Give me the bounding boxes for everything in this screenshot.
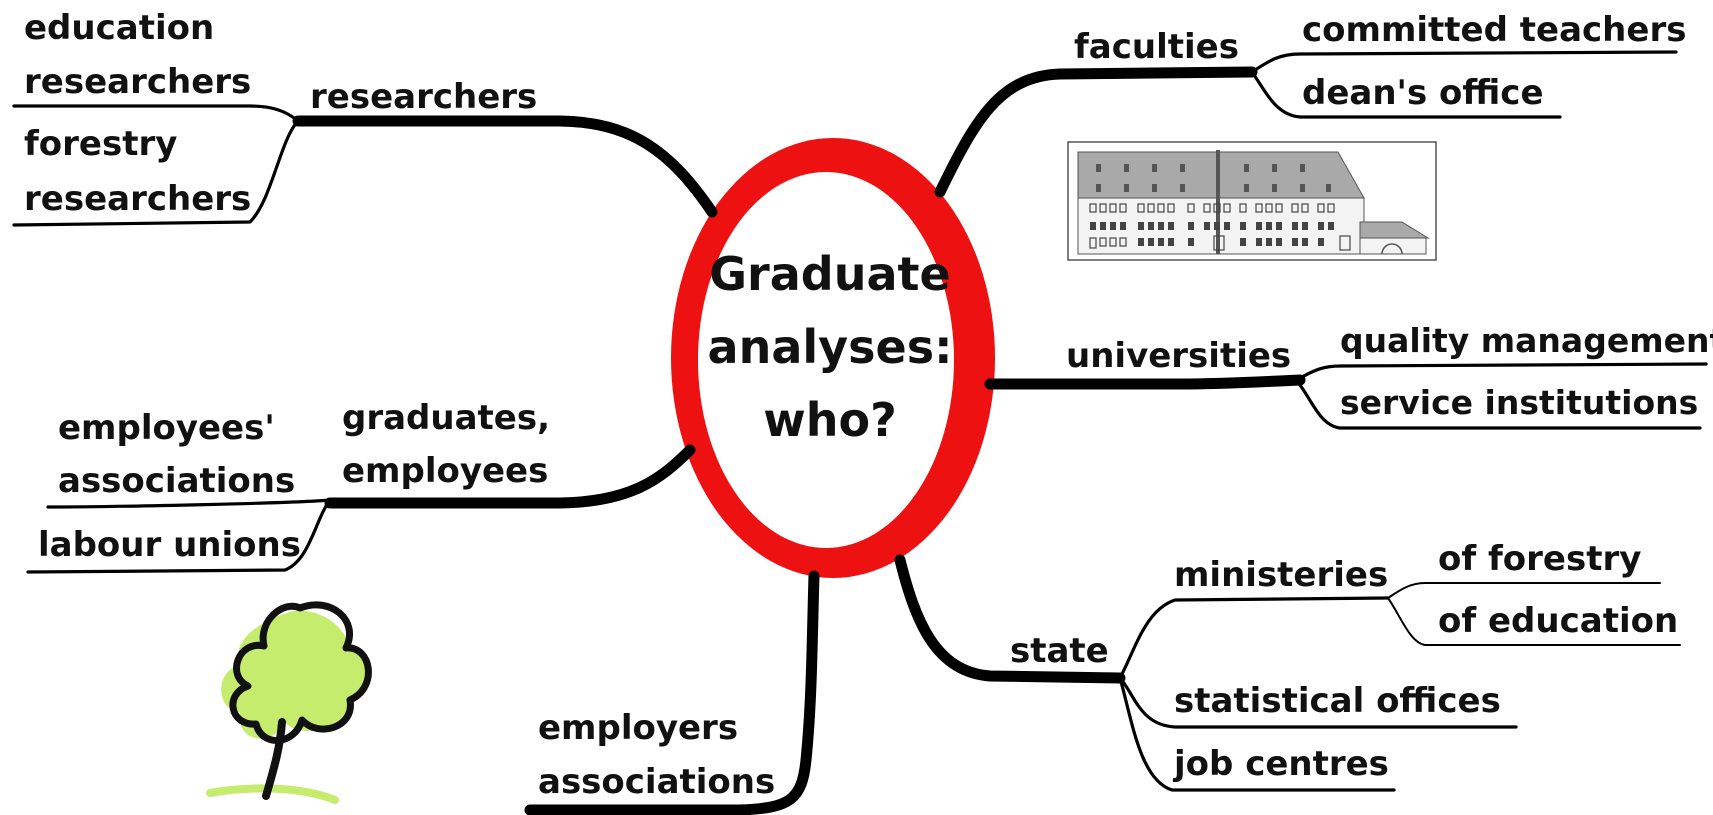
education-researchers-line2: researchers: [24, 62, 251, 102]
of-education-label: of education: [1438, 601, 1678, 641]
state-connector: [894, 554, 1126, 684]
education-researchers-line1: education: [24, 8, 214, 48]
faculties-label: faculties: [1074, 27, 1239, 67]
service-institutions-underline: [1294, 378, 1702, 430]
employers-label-line2: associations: [538, 762, 775, 802]
branch-graduates: graduates, employees employees' associat…: [26, 398, 696, 574]
employees-associations-line2: associations: [58, 461, 295, 501]
forestry-researchers-line2: researchers: [24, 179, 251, 219]
job-centres-label: job centres: [1172, 744, 1389, 784]
labour-unions-label: labour unions: [38, 525, 301, 565]
researchers-label: researchers: [310, 77, 537, 117]
tree-doodle-icon: [206, 601, 372, 804]
branch-universities: universities quality management service …: [984, 321, 1713, 430]
graduates-label-line2: employees: [342, 451, 548, 491]
statistical-offices-underline: [1118, 676, 1518, 729]
quality-management-underline: [1294, 362, 1708, 382]
forestry-researchers-line1: forestry: [24, 124, 177, 164]
committed-teachers-label: committed teachers: [1302, 10, 1686, 50]
employers-connector: [524, 570, 820, 815]
branch-employers: employers associations: [524, 570, 820, 815]
quality-management-label: quality management: [1340, 321, 1713, 360]
forestry-researchers-underline: [12, 119, 300, 227]
employers-label-line1: employers: [538, 708, 738, 748]
service-institutions-label: service institutions: [1340, 383, 1698, 422]
of-education-underline: [1387, 597, 1681, 646]
building-sketch-icon: [1067, 141, 1437, 261]
state-label: state: [1010, 631, 1109, 671]
center-node: Graduate analyses: who?: [671, 138, 995, 578]
of-forestry-underline: [1387, 582, 1661, 599]
faculties-connector: [934, 66, 1258, 198]
branch-faculties: faculties committed teachers dean's offi…: [934, 10, 1686, 198]
universities-connector: [984, 374, 1306, 390]
employees-associations-underline: [46, 498, 332, 509]
center-title-line3: who?: [763, 393, 897, 447]
ministeries-label: ministeries: [1174, 555, 1388, 595]
deans-office-underline: [1250, 70, 1562, 119]
employees-associations-line1: employees': [58, 408, 275, 448]
ministeries-underline: [1118, 596, 1390, 680]
deans-office-label: dean's office: [1302, 73, 1544, 113]
statistical-offices-label: statistical offices: [1174, 681, 1501, 721]
graduates-label-line1: graduates,: [342, 398, 550, 438]
of-forestry-label: of forestry: [1438, 539, 1641, 579]
center-title-line1: Graduate: [709, 247, 950, 301]
branch-state: state ministeries of forestry of educati…: [894, 539, 1681, 792]
universities-label: universities: [1066, 336, 1291, 376]
labour-unions-underline: [26, 498, 332, 574]
branch-researchers: researchers education researchers forest…: [12, 8, 718, 227]
job-centres-underline: [1118, 676, 1396, 792]
graduates-connector: [324, 444, 696, 509]
center-title-line2: analyses:: [708, 320, 953, 374]
committed-teachers-underline: [1250, 50, 1678, 74]
researchers-connector: [292, 115, 718, 218]
center-inner: [698, 172, 954, 548]
education-researchers-underline: [12, 104, 300, 123]
